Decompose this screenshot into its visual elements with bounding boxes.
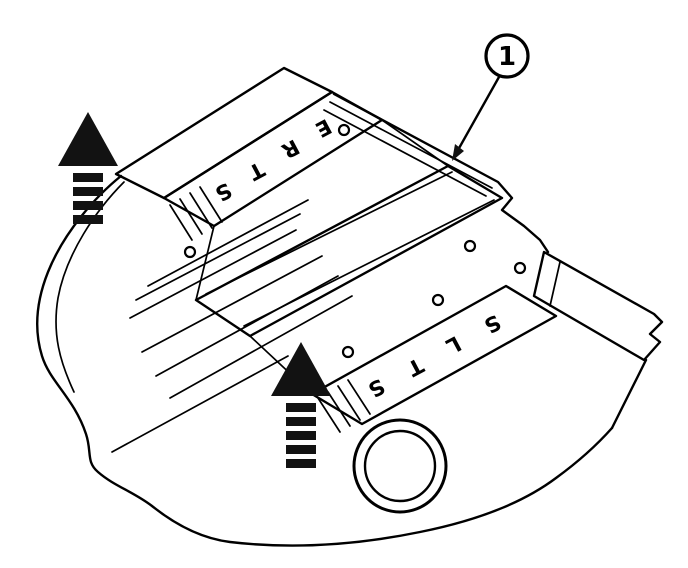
cover-top-ridge-inner1: [329, 101, 493, 189]
callout-circle: [484, 33, 530, 79]
bolt-hole: [337, 123, 351, 137]
callout-arrowhead-icon: [452, 144, 464, 161]
cover-letter: S: [364, 374, 389, 402]
oil-cap-outer: [352, 418, 448, 514]
lift-arrow-center-head: [271, 342, 331, 396]
right-side-edge: [610, 358, 648, 430]
center-plenum: [194, 164, 504, 338]
cover-letter: E: [311, 114, 335, 142]
lift-arrow-left-icon: [58, 112, 118, 224]
engine-cover-outline: [36, 66, 664, 547]
lift-arrow-center-dash: [286, 431, 316, 440]
bolt-hole: [513, 261, 527, 275]
bolt-hole: [431, 293, 445, 307]
right-bar-rib: [549, 261, 561, 307]
callout-number: 1: [498, 42, 516, 72]
lift-arrow-center-dash: [286, 445, 316, 454]
cover-letter: S: [480, 310, 505, 338]
center-plenum-inner1: [205, 171, 453, 295]
cover-letter: T: [403, 353, 428, 381]
lift-arrow-left-dash: [73, 201, 103, 210]
cover-top-ridge-inner2: [323, 109, 487, 197]
cover-top-ridge: [332, 92, 550, 254]
lift-arrow-center-icon: [271, 342, 331, 468]
lift-arrow-left-dash: [73, 215, 103, 224]
cover-letter: R: [278, 134, 304, 163]
inner-left-curve: [55, 181, 125, 393]
cover-letter: T: [244, 157, 269, 185]
upper-strip-ribs: [169, 186, 223, 241]
lower-ribbed-strip: [310, 284, 558, 426]
layered-edges: [111, 199, 353, 453]
lift-arrow-left-dash: [73, 173, 103, 182]
lift-arrow-center-dash: [286, 459, 316, 468]
lift-arrow-center-dash: [286, 417, 316, 426]
lift-arrow-left-head: [58, 112, 118, 166]
lift-arrow-left-dash: [73, 187, 103, 196]
cover-letter: S: [211, 178, 236, 206]
bolt-hole: [341, 345, 355, 359]
lift-arrow-center-dash: [286, 403, 316, 412]
panel-connectors: [195, 119, 449, 395]
callout-leader-line: [456, 75, 501, 152]
right-intake-bar: [532, 250, 664, 362]
lower-strip-ribs: [317, 379, 371, 433]
bolt-hole: [463, 239, 477, 253]
callout-1: 1: [452, 33, 530, 161]
oil-cap-inner: [363, 429, 437, 503]
bolt-hole: [183, 245, 197, 259]
body-outline-path: [36, 174, 614, 547]
cover-letter: L: [442, 331, 465, 358]
